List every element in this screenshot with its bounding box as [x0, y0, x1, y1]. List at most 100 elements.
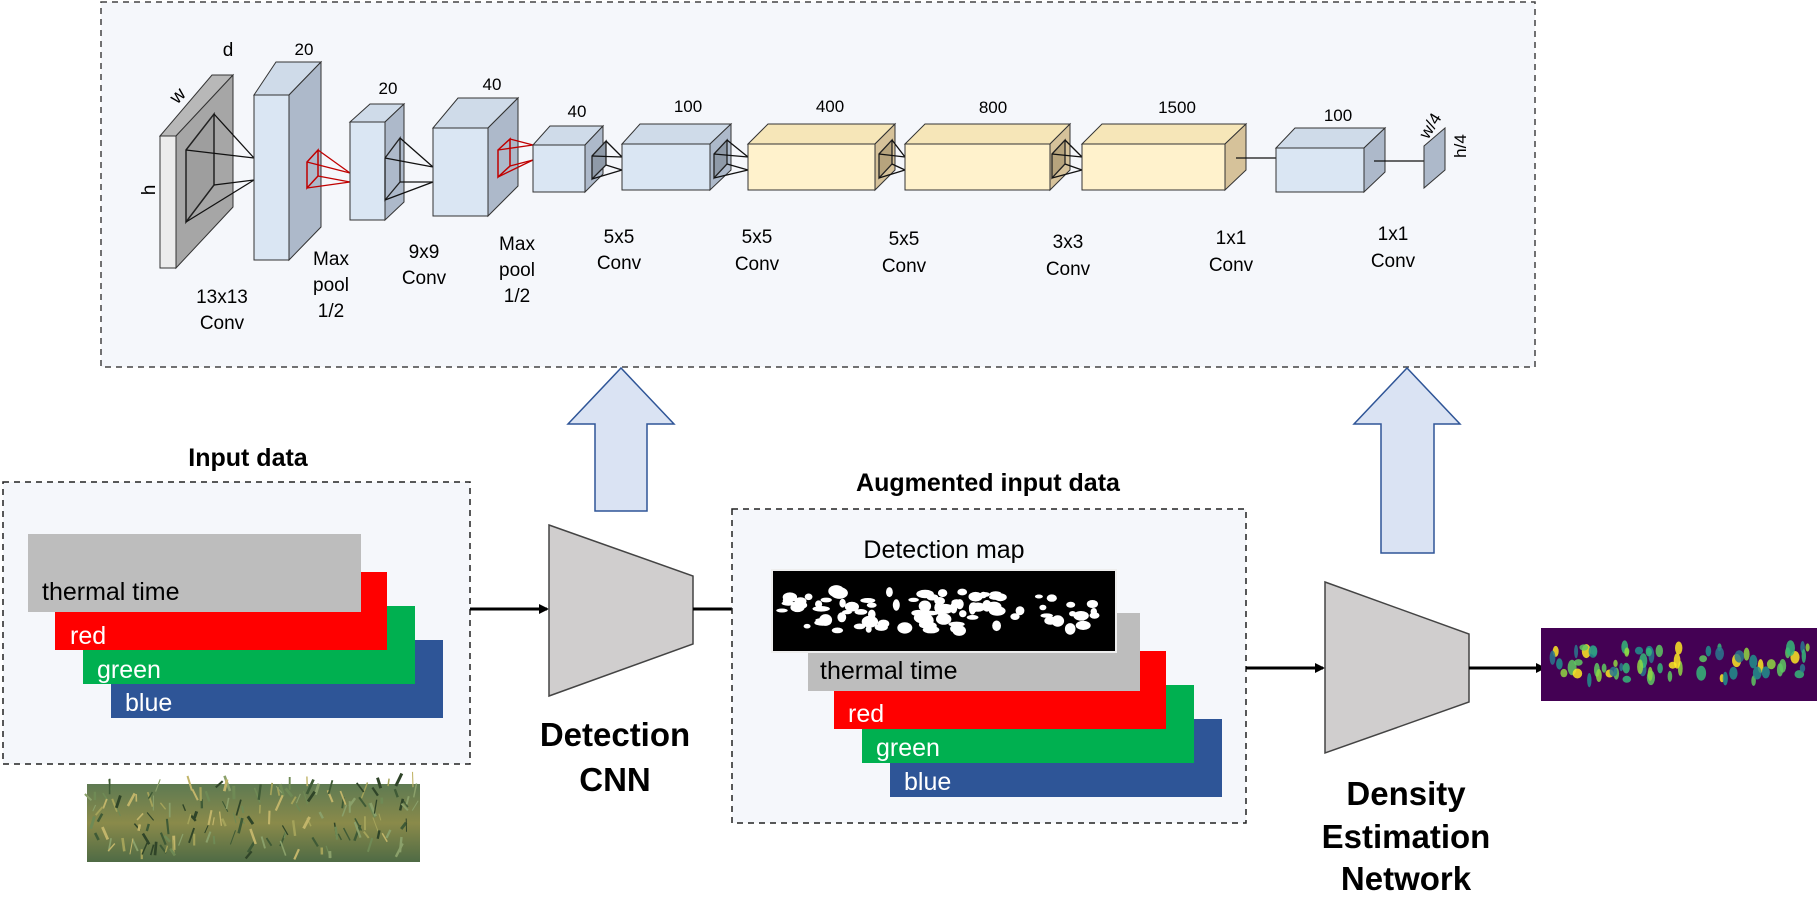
op-label: 5x5 Conv	[882, 229, 927, 277]
grass-stroke	[291, 820, 297, 837]
density-dot	[1799, 664, 1806, 673]
detection-blob	[886, 587, 893, 598]
grass-stroke	[253, 787, 261, 803]
conv-connector	[1064, 163, 1083, 171]
detection-blob	[831, 627, 844, 634]
detection-blob	[989, 594, 1004, 600]
svg-text:3x3: 3x3	[1053, 232, 1084, 253]
grass-stroke	[283, 831, 287, 839]
svg-text:13x13: 13x13	[196, 287, 248, 308]
density-dot	[1673, 653, 1681, 669]
channel-thermal-time-label: thermal time	[42, 578, 180, 606]
detection-map	[771, 569, 1117, 653]
grass-stroke	[237, 817, 244, 834]
density-dot	[1596, 669, 1602, 682]
grass-stroke	[281, 825, 289, 836]
density-dot	[1634, 646, 1644, 655]
maxpool-kernel-1	[306, 148, 351, 190]
density-dot	[1619, 663, 1624, 672]
grass-stroke	[327, 780, 334, 795]
conv-connector	[185, 149, 255, 159]
svg-text:1/2: 1/2	[318, 301, 344, 322]
density-network-label-line2: Estimation	[1322, 818, 1491, 855]
grass-stroke	[314, 783, 321, 796]
detection-blob	[1066, 601, 1076, 608]
detection-blob	[1010, 613, 1020, 620]
detection-blob	[868, 609, 876, 620]
grass-stroke	[284, 787, 294, 798]
svg-text:Conv: Conv	[1209, 255, 1254, 276]
grass-stroke	[293, 848, 300, 860]
aug-channel-green-label: green	[876, 734, 940, 762]
grass-stroke	[159, 832, 167, 846]
grass-stroke	[204, 790, 211, 802]
grass-stroke	[169, 847, 176, 857]
detection-blob	[950, 625, 958, 633]
detection-blob	[782, 597, 791, 605]
detection-blob	[892, 599, 900, 611]
grass-stroke	[129, 838, 134, 855]
density-dot	[1645, 647, 1652, 657]
density-dot	[1749, 654, 1758, 669]
block-size-labels: 20 20 40 40 100 400 800 1500 100	[295, 40, 1353, 125]
detection-blob	[951, 599, 962, 606]
conv-connector	[591, 155, 623, 158]
svg-text:Conv: Conv	[1371, 251, 1416, 272]
grass-stroke	[94, 806, 104, 816]
grass-stroke	[149, 844, 155, 856]
detection-blob	[922, 626, 940, 634]
up-arrow-density	[1352, 366, 1462, 554]
density-dot	[1657, 663, 1663, 674]
density-map-output	[1541, 628, 1817, 701]
density-dot	[1622, 675, 1632, 683]
detection-blob	[865, 625, 872, 633]
detection-blob	[866, 602, 877, 608]
grass-stroke	[111, 798, 119, 812]
grass-stroke	[369, 802, 377, 817]
grass-stroke	[411, 771, 414, 788]
grass-stroke	[354, 818, 363, 831]
detection-blob	[860, 598, 876, 603]
detection-blob	[776, 608, 788, 613]
augmented-panel-title: Augmented input data	[856, 469, 1121, 497]
density-dot	[1761, 666, 1770, 679]
detection-blob	[828, 585, 845, 598]
grass-stroke	[311, 836, 319, 847]
grass-stroke	[353, 821, 362, 838]
block-size-label: 400	[816, 97, 844, 116]
grass-stroke	[189, 814, 197, 822]
grass-stroke	[136, 812, 144, 821]
grass-stroke	[221, 818, 227, 827]
conv-connector	[384, 157, 434, 168]
density-dot	[1647, 666, 1653, 681]
grass-stroke	[221, 801, 229, 812]
density-network-label-line1: Density	[1346, 775, 1466, 812]
detection-blob	[853, 623, 866, 630]
grass-stroke	[137, 824, 142, 832]
density-dot	[1622, 662, 1630, 674]
grass-stroke	[235, 799, 242, 816]
conv-connector	[399, 137, 434, 168]
svg-text:1x1: 1x1	[1378, 224, 1409, 245]
svg-text:5x5: 5x5	[889, 229, 920, 250]
detection-blob	[908, 597, 919, 603]
grass-stroke	[218, 811, 223, 826]
detection-blob	[922, 623, 934, 628]
op-label: 1x1 Conv	[1371, 224, 1416, 272]
grass-stroke	[295, 803, 302, 812]
grass-stroke	[141, 832, 151, 845]
grass-stroke	[385, 829, 392, 839]
detection-cnn-label-line2: CNN	[579, 761, 651, 798]
grass-stroke	[341, 804, 348, 817]
density-dot	[1613, 659, 1618, 668]
detection-blob	[837, 612, 847, 623]
feature-block-2	[348, 102, 406, 222]
grass-stroke	[178, 833, 184, 846]
grass-stroke	[145, 823, 150, 832]
conv-connector	[878, 169, 906, 179]
block-size-label: 800	[979, 98, 1007, 117]
conv-connector	[891, 139, 906, 158]
grass-stroke	[411, 800, 419, 811]
detection-blob	[913, 612, 932, 624]
svg-text:pool: pool	[499, 260, 535, 281]
